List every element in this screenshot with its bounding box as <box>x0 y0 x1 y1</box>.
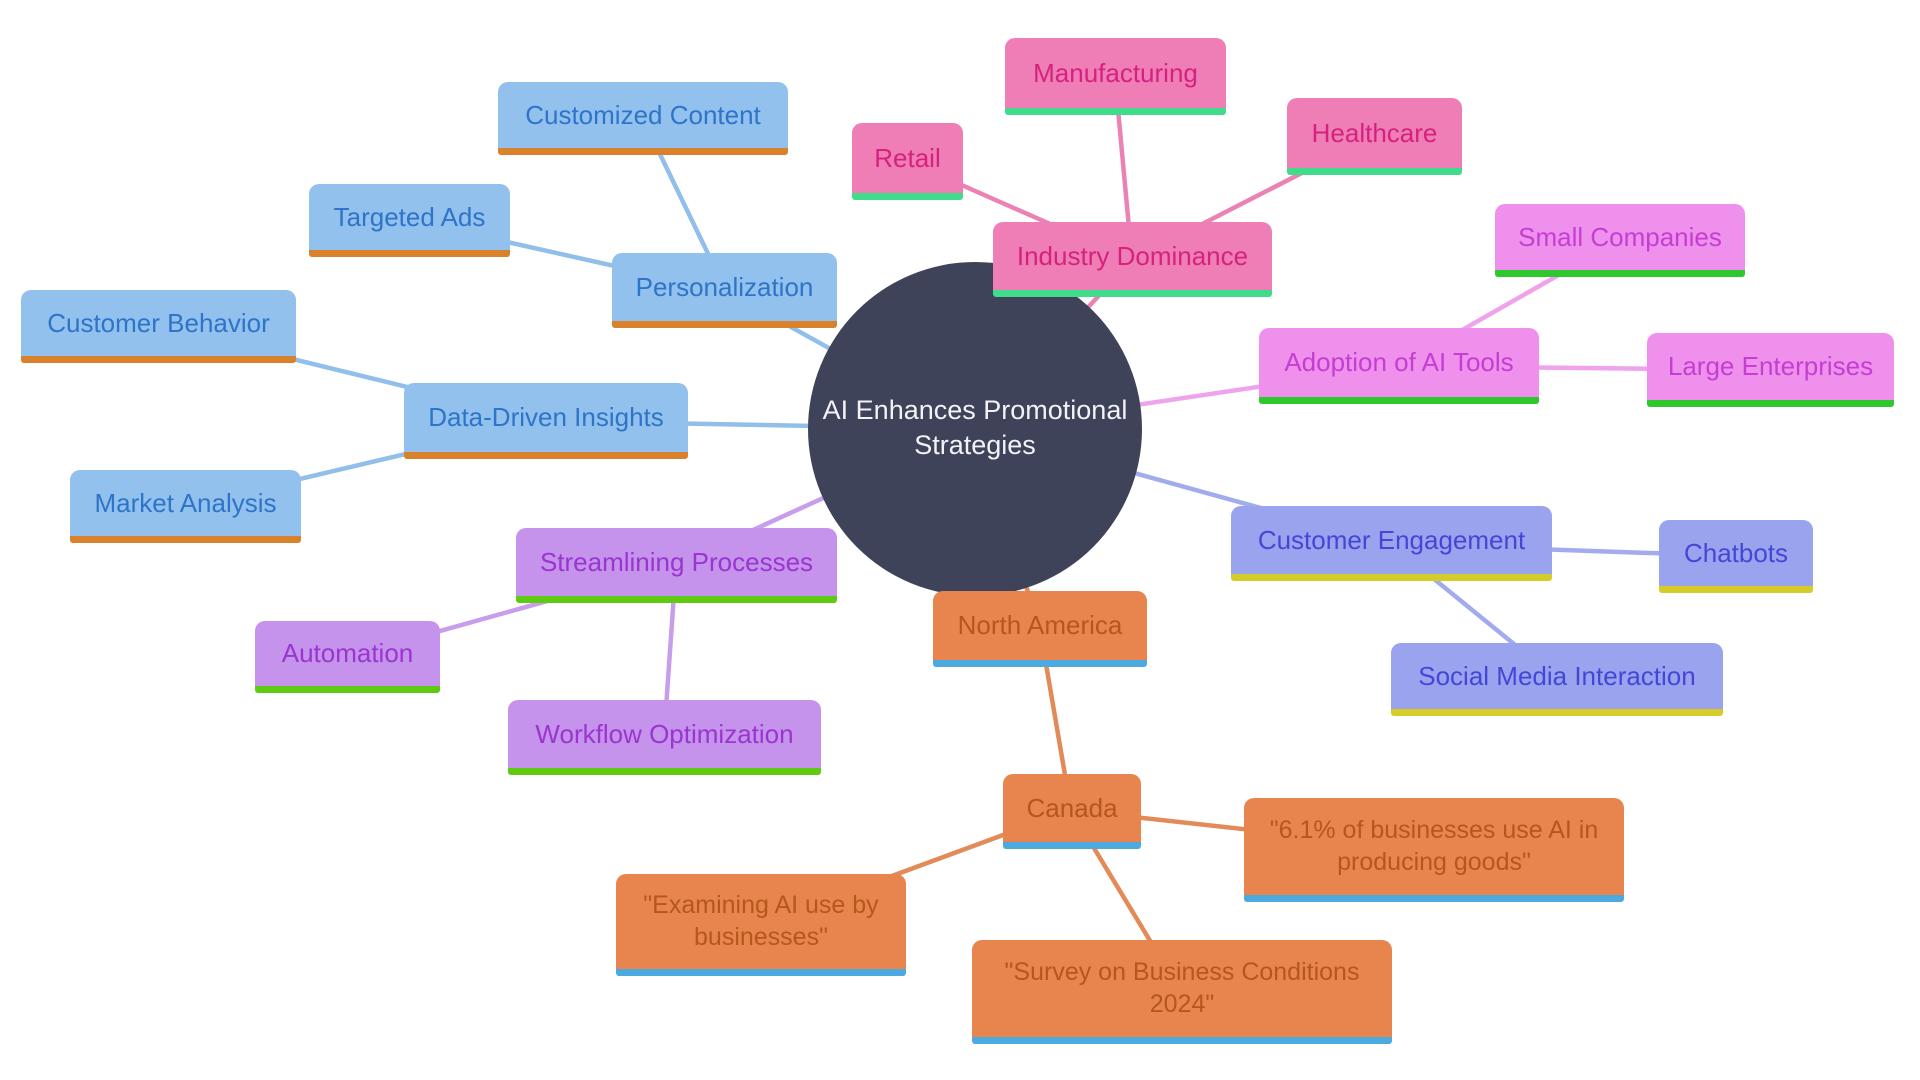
node-customized-content[interactable]: Customized Content <box>498 82 788 155</box>
node-quote-examining[interactable]: "Examining AI use by businesses" <box>616 874 906 976</box>
node-manufacturing[interactable]: Manufacturing <box>1005 38 1226 115</box>
central-topic-circle[interactable] <box>808 262 1142 596</box>
node-streamlining-processes[interactable]: Streamlining Processes <box>516 528 837 603</box>
node-customer-behavior[interactable]: Customer Behavior <box>21 290 296 363</box>
node-personalization[interactable]: Personalization <box>612 253 837 328</box>
node-targeted-ads[interactable]: Targeted Ads <box>309 184 510 257</box>
node-canada[interactable]: Canada <box>1003 774 1141 849</box>
node-quote-61-percent[interactable]: "6.1% of businesses use AI in producing … <box>1244 798 1624 902</box>
node-workflow-optimization[interactable]: Workflow Optimization <box>508 700 821 775</box>
node-retail[interactable]: Retail <box>852 123 963 200</box>
node-healthcare[interactable]: Healthcare <box>1287 98 1462 175</box>
node-automation[interactable]: Automation <box>255 621 440 693</box>
node-adoption-of-ai-tools[interactable]: Adoption of AI Tools <box>1259 328 1539 404</box>
node-data-driven-insights[interactable]: Data-Driven Insights <box>404 383 688 459</box>
node-market-analysis[interactable]: Market Analysis <box>70 470 301 543</box>
node-social-media-interaction[interactable]: Social Media Interaction <box>1391 643 1723 716</box>
node-quote-survey[interactable]: "Survey on Business Conditions 2024" <box>972 940 1392 1044</box>
central-topic-label[interactable]: AI Enhances Promotional Strategies <box>822 395 1128 460</box>
node-industry-dominance[interactable]: Industry Dominance <box>993 222 1272 297</box>
node-chatbots[interactable]: Chatbots <box>1659 520 1813 593</box>
node-large-enterprises[interactable]: Large Enterprises <box>1647 333 1894 407</box>
node-customer-engagement[interactable]: Customer Engagement <box>1231 506 1552 581</box>
node-north-america[interactable]: North America <box>933 591 1147 667</box>
node-small-companies[interactable]: Small Companies <box>1495 204 1745 277</box>
